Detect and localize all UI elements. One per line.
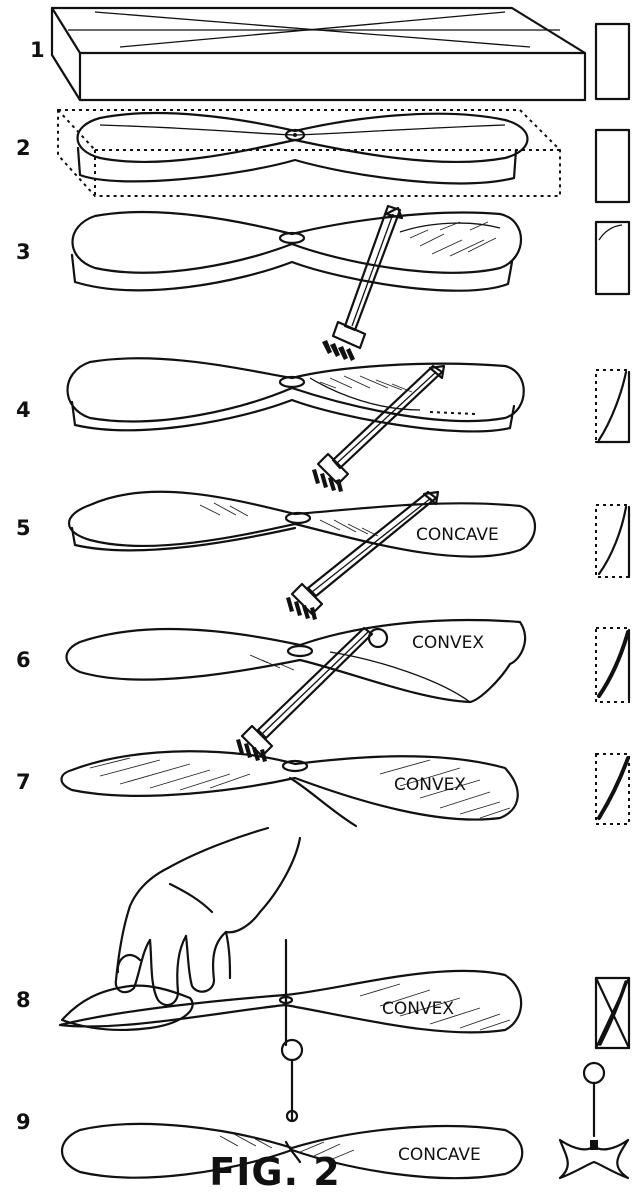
step-8-sanding-hand xyxy=(62,828,300,1030)
step-8-end-view xyxy=(596,978,629,1048)
step-2-marked-blank xyxy=(58,110,560,196)
step-5-end-view xyxy=(596,505,629,577)
step-8-label: CONVEX xyxy=(382,999,454,1019)
step-5-knife xyxy=(286,492,438,620)
step-4-whittling xyxy=(68,358,524,431)
step-3-end-view xyxy=(596,222,629,294)
step-7-end-view xyxy=(596,754,629,824)
step-9-side-view xyxy=(560,1063,628,1178)
step-6-end-view xyxy=(596,628,629,702)
step-5-label: CONCAVE xyxy=(416,525,499,545)
step-2-end-view xyxy=(596,130,629,202)
step-1-wood-block xyxy=(52,8,585,100)
step-6-convex-side: CONVEX xyxy=(67,620,526,702)
step-1-end-view xyxy=(596,24,629,99)
step-3-cut-propeller xyxy=(72,212,521,291)
step-3-knife xyxy=(322,206,402,361)
step-5-concave-side: CONCAVE xyxy=(69,492,535,557)
step-4-end-view xyxy=(596,370,629,442)
step-7-label: CONVEX xyxy=(394,775,466,795)
step-9-label: CONCAVE xyxy=(398,1145,481,1165)
step-7-shaped-propeller: CONVEX xyxy=(62,751,518,826)
step-6-label: CONVEX xyxy=(412,633,484,653)
figure-caption: FIG. 2 xyxy=(190,1150,360,1194)
